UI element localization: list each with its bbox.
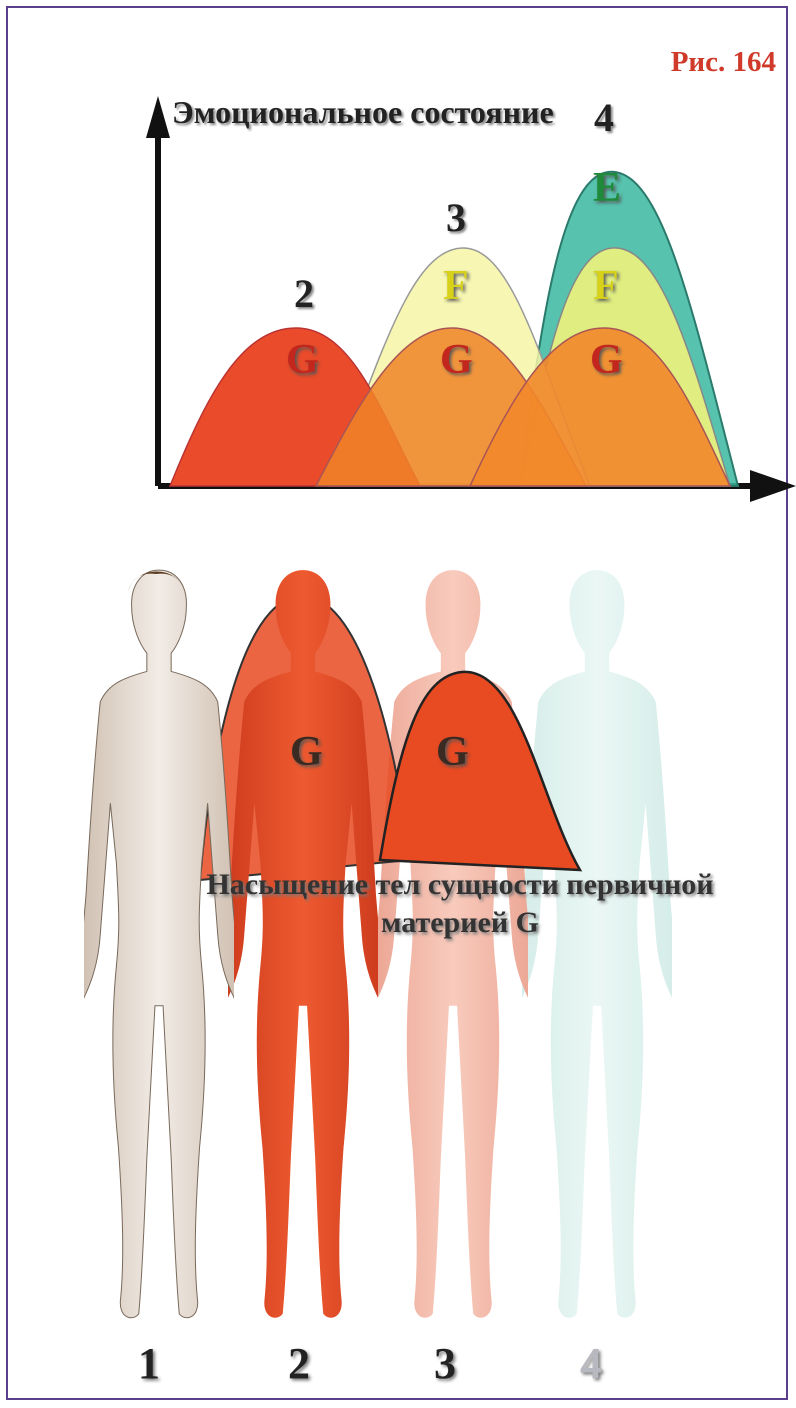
peak-label-3: 3 [446, 194, 466, 241]
body-number-4: 4 [580, 1338, 602, 1389]
curve-letter-g-4: G [590, 336, 623, 384]
caption-line-1: Насыщение тел сущности первичной [160, 866, 760, 904]
curve-letter-e: E [593, 164, 621, 212]
curve-letter-f-3: F [443, 262, 469, 310]
peak-label-4: 4 [594, 94, 614, 141]
body-letter-g-2: G [290, 728, 323, 776]
body-letter-g-3: G [436, 728, 469, 776]
human-figure-4 [506, 570, 689, 1318]
curve-letter-g-3: G [440, 336, 473, 384]
human-figure-1 [68, 570, 251, 1318]
curve-letter-f-4: F [593, 262, 619, 310]
caption: Насыщение тел сущности первичной материе… [160, 866, 760, 942]
peak-label-2: 2 [294, 270, 314, 317]
figure-number-label: Рис. 164 [671, 46, 776, 79]
body-number-1: 1 [138, 1338, 160, 1389]
chart-title: Эмоциональное состояние [172, 94, 554, 131]
caption-line-2: материей G [160, 904, 760, 942]
curve-letter-g-2: G [286, 336, 319, 384]
body-number-3: 3 [434, 1338, 456, 1389]
body-number-2: 2 [288, 1338, 310, 1389]
